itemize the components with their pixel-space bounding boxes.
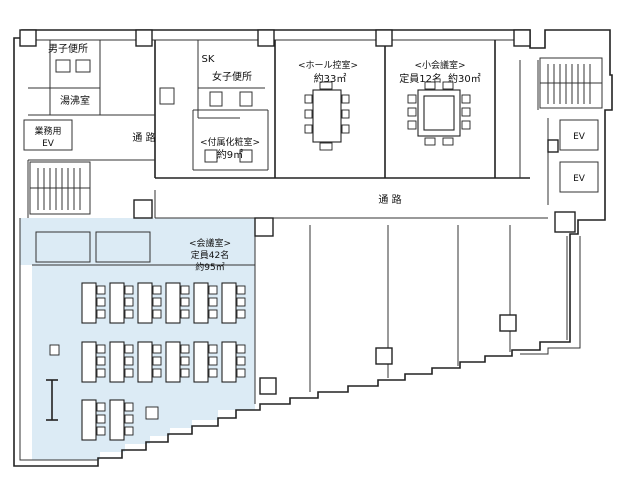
chair: [236, 368, 246, 378]
chair: [124, 414, 134, 424]
chair: [152, 344, 162, 354]
stairs-left: [29, 161, 91, 215]
chair: [152, 309, 162, 319]
meeting-room-name: <会議室>: [189, 237, 231, 249]
desk: [221, 282, 237, 324]
mens-restroom-label: 男子便所: [48, 42, 88, 55]
chair: [236, 309, 246, 319]
chair: [152, 285, 162, 295]
chair: [152, 368, 162, 378]
desk: [109, 341, 125, 383]
chair: [208, 285, 218, 295]
chair: [236, 297, 246, 307]
chair: [124, 402, 134, 412]
ev2-label: EV: [573, 174, 586, 184]
chair: [124, 344, 134, 354]
chair: [96, 309, 106, 319]
hall-anteroom-name: <ホール控室>: [298, 59, 358, 71]
podium: [46, 344, 60, 421]
desk: [109, 399, 125, 441]
chair: [96, 414, 106, 424]
chair: [152, 297, 162, 307]
chair: [96, 356, 106, 366]
ev1-label: EV: [573, 132, 586, 142]
chair: [124, 368, 134, 378]
annex-room-name: <付属化粧室>: [200, 136, 260, 148]
chair: [208, 309, 218, 319]
chair: [124, 356, 134, 366]
desk: [81, 341, 97, 383]
meeting-room-capacity: 定員42名: [191, 249, 229, 261]
chair: [180, 356, 190, 366]
chair: [180, 309, 190, 319]
meeting-room-area: 約95㎡: [195, 261, 224, 273]
desk: [193, 282, 209, 324]
chair: [208, 356, 218, 366]
hall-anteroom-table: [304, 81, 350, 151]
chair: [208, 297, 218, 307]
service-ev-label-line2: EV: [42, 139, 55, 149]
small-meeting-capacity-area: 定員12名約30㎡: [399, 72, 480, 85]
corridor-lower-label: 通 路: [378, 193, 401, 206]
desk: [81, 399, 97, 441]
annex-room-area: 約9㎡: [217, 148, 243, 161]
chair: [180, 297, 190, 307]
chair: [96, 344, 106, 354]
service-ev-label-line1: 業務用: [34, 125, 61, 137]
small-meeting-name: <小会議室>: [414, 59, 465, 71]
chair: [124, 309, 134, 319]
chair: [96, 297, 106, 307]
upper-partitions: [27, 40, 549, 219]
chair: [96, 402, 106, 412]
desk: [137, 341, 153, 383]
chair: [208, 344, 218, 354]
chair: [236, 285, 246, 295]
chair: [124, 426, 134, 436]
columns: [19, 29, 576, 395]
kitchenette-label: 湯沸室: [60, 94, 90, 107]
chair: [145, 406, 159, 420]
hall-anteroom-area: 約33㎡: [314, 72, 347, 85]
chair: [152, 356, 162, 366]
chair: [96, 368, 106, 378]
chair: [96, 426, 106, 436]
fixtures: [23, 59, 599, 263]
chair: [96, 285, 106, 295]
chair: [180, 368, 190, 378]
womens-restroom-label: 女子便所: [212, 70, 252, 83]
chair: [180, 285, 190, 295]
desk: [137, 282, 153, 324]
chair: [236, 356, 246, 366]
chair: [124, 285, 134, 295]
desk: [165, 341, 181, 383]
meeting-room-area: [20, 218, 255, 460]
stairs-upper-right: [539, 57, 603, 109]
chair: [208, 368, 218, 378]
desk: [109, 282, 125, 324]
sk-label: SK: [202, 54, 215, 65]
desk: [221, 341, 237, 383]
chair: [180, 344, 190, 354]
meeting-room-desks: [81, 282, 246, 441]
desk: [193, 341, 209, 383]
desk: [81, 282, 97, 324]
chair: [236, 344, 246, 354]
chair: [124, 297, 134, 307]
desk: [165, 282, 181, 324]
corridor-upper-label: 通 路: [132, 131, 155, 144]
small-meeting-table: [407, 81, 471, 146]
